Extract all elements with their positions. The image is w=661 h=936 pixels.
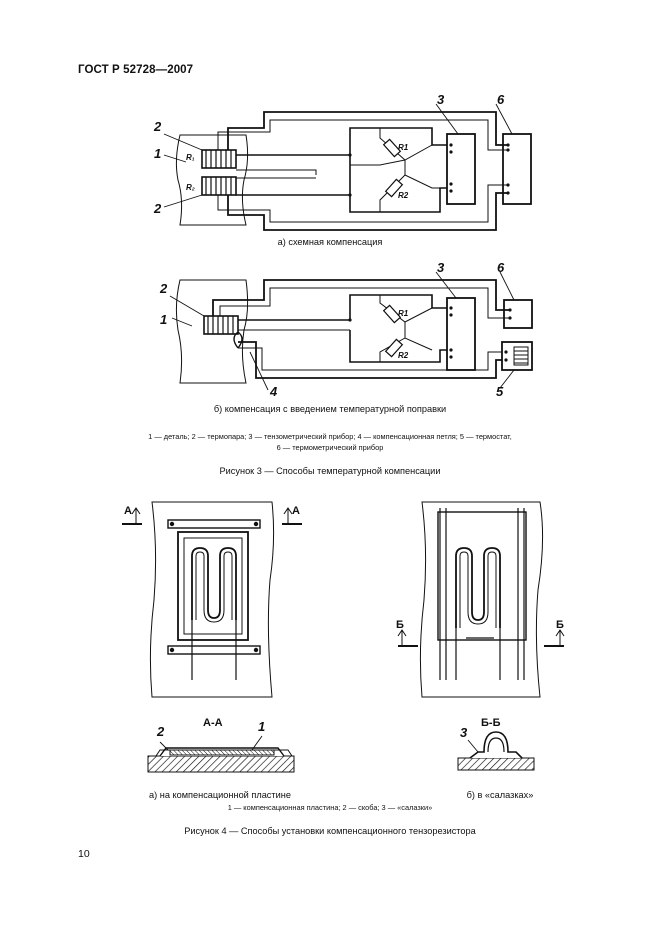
svg-text:R2: R2 xyxy=(398,351,409,360)
svg-text:6: 6 xyxy=(497,92,505,107)
svg-text:1: 1 xyxy=(258,719,265,734)
svg-text:R₂: R₂ xyxy=(186,183,195,192)
document-header: ГОСТ Р 52728—2007 xyxy=(78,64,194,76)
svg-text:А-А: А-А xyxy=(203,717,223,729)
svg-text:R₁: R₁ xyxy=(186,153,195,162)
figure-3b-labels: 2 1 4 3 6 5 R1 R2 xyxy=(159,260,505,399)
figure-4a-plan-view xyxy=(122,501,302,698)
section-bb-labels: Б-Б 3 xyxy=(460,717,501,740)
figure-3a-caption: а) схемная компенсация xyxy=(277,237,383,247)
svg-text:2: 2 xyxy=(153,119,162,134)
svg-text:R1: R1 xyxy=(398,309,409,318)
svg-text:3: 3 xyxy=(437,260,445,275)
svg-text:А: А xyxy=(124,505,132,517)
svg-text:6: 6 xyxy=(497,260,505,275)
svg-text:А: А xyxy=(292,505,300,517)
figure-3b-schematic xyxy=(169,271,533,391)
figure-4b-caption: б) в «салазках» xyxy=(466,790,534,800)
svg-text:Б: Б xyxy=(556,619,564,631)
figure-4a-caption: а) на компенсационной пластине xyxy=(149,790,291,800)
figure-4-title: Рисунок 4 — Способы установки компенсаци… xyxy=(184,826,476,836)
section-aa-labels: А-А 2 1 xyxy=(156,717,265,739)
figure-3a-schematic xyxy=(163,103,532,231)
svg-text:Б-Б: Б-Б xyxy=(481,717,501,729)
svg-text:2: 2 xyxy=(153,201,162,216)
svg-text:Б: Б xyxy=(396,619,404,631)
thermocouple-coil-bottom xyxy=(201,176,237,196)
figure-3-title: Рисунок 3 — Способы температурной компен… xyxy=(219,466,441,476)
page-number: 10 xyxy=(78,848,90,860)
figure-3-legend-line2: 6 — термометрический прибор xyxy=(276,443,384,452)
figure-4b-marks: Б Б xyxy=(396,619,564,631)
figure-4-legend: 1 — компенсационная пластина; 2 — скоба;… xyxy=(227,803,433,812)
svg-text:1: 1 xyxy=(154,146,161,161)
figure-3-legend-line1: 1 — деталь; 2 — термопара; 3 — тензометр… xyxy=(148,432,512,441)
svg-text:3: 3 xyxy=(437,92,445,107)
thermocouple-coil xyxy=(203,315,239,335)
figure-3b-caption: б) компенсация с введением температурной… xyxy=(213,404,447,414)
thermocouple-coil-top xyxy=(201,149,237,169)
svg-text:1: 1 xyxy=(160,312,167,327)
figure-3a-labels: 2 1 2 R₁ R₂ 3 6 R1 R2 xyxy=(153,92,505,216)
section-bb xyxy=(457,731,535,771)
svg-text:4: 4 xyxy=(269,384,278,399)
figure-4b-plan-view xyxy=(397,501,565,698)
svg-text:2: 2 xyxy=(159,281,168,296)
svg-text:3: 3 xyxy=(460,725,468,740)
svg-text:R2: R2 xyxy=(398,191,409,200)
figure-4a-marks: А А xyxy=(124,505,300,517)
svg-text:R1: R1 xyxy=(398,143,409,152)
svg-text:5: 5 xyxy=(496,384,504,399)
svg-text:2: 2 xyxy=(156,724,165,739)
section-aa xyxy=(147,735,295,773)
